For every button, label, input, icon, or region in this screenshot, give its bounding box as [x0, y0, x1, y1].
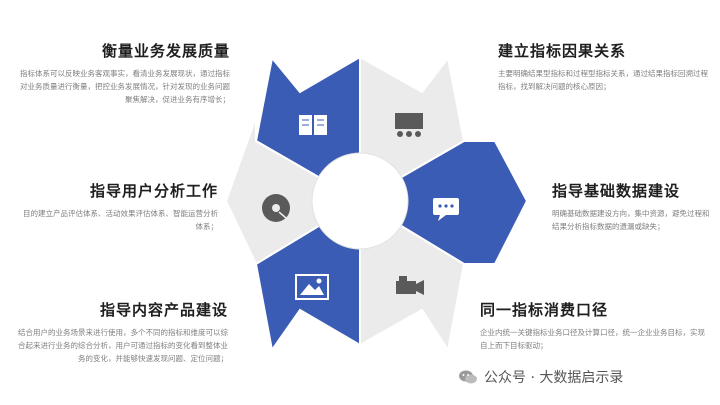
- section-title: 建立指标因果关系: [498, 42, 627, 60]
- section-mid-right: 指导基础数据建设 明确基础数据建设方向，集中资源，避免过程和结果分析指标数据的遗…: [552, 180, 714, 233]
- section-desc: 目的建立产品评估体系、活动效果评估体系、智能运营分析体系；: [23, 209, 218, 232]
- section-top-right: 建立指标因果关系 主要明确结果型指标和过程型指标关系，通过结果指标回溯过程指标，…: [498, 40, 713, 93]
- section-desc: 指标体系可以反映业务客观事实，看清业务发展现状，通过指标对业务质量进行衡量，把控…: [20, 69, 230, 105]
- disc-icon: [262, 194, 290, 222]
- wechat-icon: [459, 370, 477, 384]
- section-desc: 主要明确结果型指标和过程型指标关系，通过结果指标回溯过程指标，找到解决问题的核心…: [498, 69, 708, 92]
- section-title: 衡量业务发展质量: [101, 42, 230, 60]
- watermark-text: 公众号 · 大数据启示录: [484, 370, 624, 386]
- section-mid-left: 指导用户分析工作 目的建立产品评估体系、活动效果评估体系、智能运营分析体系；: [18, 180, 218, 233]
- section-desc: 结合用户的业务场景来进行使用，多个不同的指标和维度可以综合起来进行业务的综合分析…: [18, 328, 228, 364]
- book-icon: [299, 115, 327, 135]
- image-icon: [295, 274, 329, 300]
- section-desc: 企业内统一关键指标业务口径及计算口径，统一企业业务目标，实现自上而下目标驱动；: [480, 328, 705, 351]
- camera-icon: [396, 276, 424, 295]
- section-title: 指导内容产品建设: [99, 301, 228, 319]
- section-title: 指导基础数据建设: [552, 182, 681, 200]
- section-bottom-right: 同一指标消费口径 企业内统一关键指标业务口径及计算口径，统一企业业务目标，实现自…: [480, 299, 710, 352]
- section-top-left: 衡量业务发展质量 指标体系可以反映业务客观事实，看清业务发展现状，通过指标对业务…: [18, 40, 230, 106]
- chat-icon: [433, 198, 459, 221]
- section-title: 同一指标消费口径: [480, 301, 609, 319]
- section-desc: 明确基础数据建设方向，集中资源，避免过程和结果分析指标数据的遗漏或缺失；: [552, 209, 710, 232]
- center-circle: [311, 152, 409, 250]
- section-bottom-left: 指导内容产品建设 结合用户的业务场景来进行使用，多个不同的指标和维度可以综合起来…: [18, 299, 228, 365]
- meeting-icon: [395, 113, 423, 137]
- watermark: 公众号 · 大数据启示录: [458, 366, 623, 388]
- section-title: 指导用户分析工作: [89, 182, 218, 200]
